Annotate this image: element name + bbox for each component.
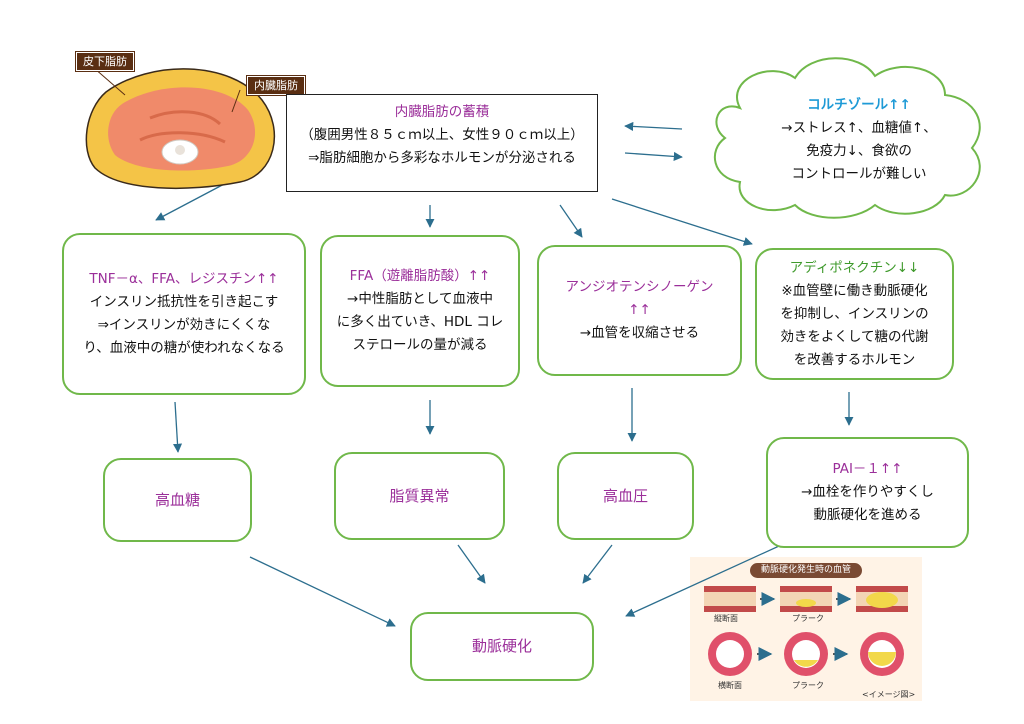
ffa-line-1: →中性脂肪として血液中 [347, 291, 493, 307]
adiponectin-box: アディポネクチン↓↓ ※血管壁に働き動脈硬化 を抑制し、インスリンの 効きをよく… [755, 248, 954, 380]
arrow-center-to-adipo [611, 198, 753, 246]
angio-line-1: →血管を収縮させる [579, 325, 700, 341]
tnf-line-2: ⇒インスリンが効きにくくな [97, 317, 271, 333]
cortisol-line-1: →ストレス↑、血糖値↑、 [781, 120, 937, 136]
pai-line-2: 動脈硬化を進める [813, 507, 922, 523]
cortisol-cloud: コルチゾール↑↑ →ストレス↑、血糖値↑、 免疫力↓、食欲の コントロールが難し… [744, 94, 974, 186]
image-note: <イメージ図> [862, 690, 916, 699]
dyslipidemia-box: 脂質異常 [334, 452, 505, 540]
arrow-tnf-to-hyper [172, 401, 183, 453]
adipo-line-1: ※血管壁に働き動脈硬化 [781, 282, 928, 299]
angio-title: アンジオテンシノーゲン [565, 279, 714, 295]
adipo-title: アディポネクチン↓↓ [789, 259, 920, 276]
hyperglycemia-box: 高血糖 [103, 458, 252, 542]
arrow-hyper-to-athero [249, 556, 396, 627]
arrow-center-to-angio [559, 204, 583, 238]
visceral-fat-title: 内臓脂肪の蓄積 [394, 104, 490, 120]
pai-box: PAI－１↑↑ →血栓を作りやすくし 動脈硬化を進める [766, 437, 969, 548]
arrow-dys-to-athero [457, 544, 486, 584]
tnf-line-1: インスリン抵抗性を引き起こす [89, 294, 279, 310]
ffa-title: FFA（遊離脂肪酸）↑↑ [349, 268, 491, 284]
ffa-box: FFA（遊離脂肪酸）↑↑ →中性脂肪として血液中 に多く出ていき、HDL コレ … [320, 235, 520, 387]
tnf-title: TNF－α、FFA、レジスチン↑↑ [89, 271, 279, 287]
adipo-line-4: を改善するホルモン [793, 351, 916, 368]
tnf-box: TNF－α、FFA、レジスチン↑↑ インスリン抵抗性を引き起こす ⇒インスリンが… [62, 233, 306, 395]
tnf-line-3: り、血液中の糖が使われなくなる [83, 340, 285, 356]
waist-criteria: （腹囲男性８５ｃｍ以上、女性９０ｃｍ以上） [300, 127, 584, 143]
adipo-line-2: を抑制し、インスリンの [780, 305, 929, 322]
angiotensinogen-box: アンジオテンシノーゲン ↑↑ →血管を収縮させる [537, 245, 742, 376]
hypertension-box: 高血圧 [557, 452, 694, 540]
ffa-line-2: に多く出ていき、HDL コレ [336, 314, 504, 330]
angio-title-arrows: ↑↑ [628, 302, 651, 318]
cross-section-label: 横断面 [718, 681, 742, 690]
visceral-fat-label: 内臓脂肪 [247, 76, 305, 95]
vessel-illustration [704, 586, 908, 676]
arrow-pai-to-athero [625, 540, 791, 617]
arrow-htn-to-athero [582, 544, 613, 584]
hormone-secretion-text: ⇒脂肪細胞から多彩なホルモンが分泌される [308, 150, 576, 166]
pai-line-1: →血栓を作りやすくし [801, 484, 934, 500]
plaque-label-top: プラーク [792, 614, 824, 623]
ffa-line-3: ステロールの量が減る [352, 337, 488, 353]
arteriosclerosis-label: 動脈硬化 [471, 637, 532, 655]
arrow-cloud-to-center [624, 121, 683, 131]
cortisol-line-2: 免疫力↓、食欲の [806, 143, 912, 159]
arteriosclerosis-box: 動脈硬化 [410, 612, 594, 681]
adipo-line-3: 効きをよくして糖の代謝 [780, 328, 929, 345]
pai-title: PAI－１↑↑ [832, 461, 903, 477]
longitudinal-label: 縦断面 [714, 614, 738, 623]
hyperglycemia-label: 高血糖 [154, 490, 200, 509]
arrow-center-to-cloud [624, 151, 683, 161]
vessel-panel-title: 動脈硬化発生時の血管 [750, 563, 862, 578]
hypertension-label: 高血圧 [602, 486, 648, 505]
dyslipidemia-label: 脂質異常 [389, 486, 450, 505]
plaque-label-bottom: プラーク [792, 681, 824, 690]
abdomen-cross-section-illustration [85, 67, 276, 190]
arrow-center-to-tnf [155, 181, 229, 221]
cortisol-line-3: コントロールが難しい [791, 166, 927, 182]
cloud-shape [714, 57, 981, 219]
cortisol-title: コルチゾール↑↑ [807, 97, 911, 113]
subcutaneous-fat-label: 皮下脂肪 [76, 52, 134, 71]
visceral-fat-box: 内臓脂肪の蓄積 （腹囲男性８５ｃｍ以上、女性９０ｃｍ以上） ⇒脂肪細胞から多彩な… [286, 94, 598, 192]
